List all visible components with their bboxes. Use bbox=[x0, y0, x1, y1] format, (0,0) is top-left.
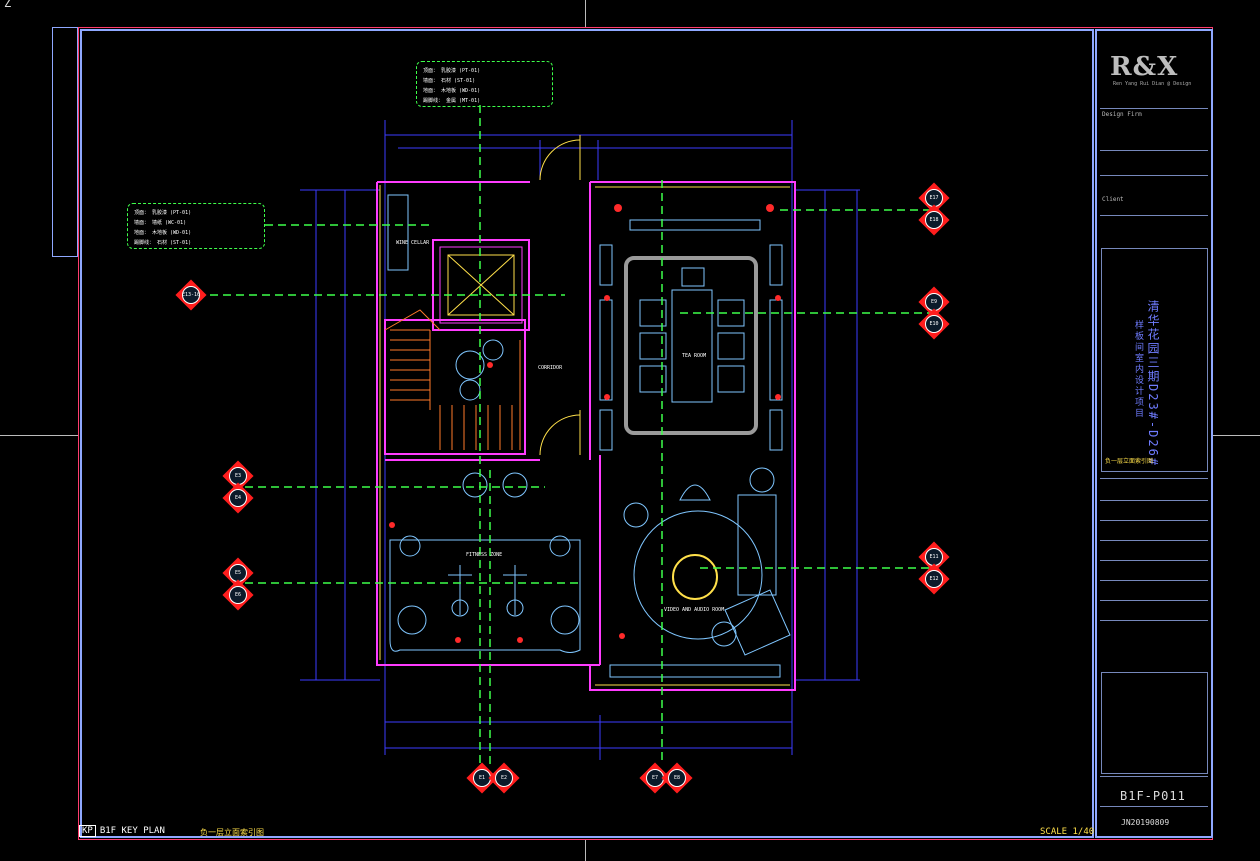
staircase bbox=[384, 309, 521, 450]
project-name: 清华花园三期D23#-D26# bbox=[1146, 300, 1160, 468]
material-note-top: 顶面： 乳胶漆 (PT-01) 墙面： 石材 (ST-01) 地面： 木地板 (… bbox=[416, 61, 553, 107]
key-plan-tag: KP bbox=[79, 825, 96, 837]
project-box bbox=[1101, 248, 1208, 472]
drawing-number: B1F-P011 bbox=[1120, 789, 1186, 803]
stamp-box bbox=[1101, 672, 1208, 774]
room-label-tea: TEA ROOM bbox=[682, 353, 707, 359]
doors bbox=[539, 135, 581, 456]
room-label-corridor: CORRIDOR bbox=[538, 365, 563, 371]
guide-line bbox=[0, 435, 78, 436]
logo-subtitle: Ren Yang Rui Dian @ Design bbox=[1113, 81, 1192, 87]
guide-line bbox=[1213, 435, 1260, 436]
key-plan-cn: 负一层立面索引图 bbox=[200, 828, 264, 837]
design-firm-label: Design Firm bbox=[1102, 111, 1142, 118]
drawing-name: 负一层立面索引图 bbox=[1105, 458, 1154, 465]
guide-line bbox=[585, 0, 586, 27]
fitness-furniture bbox=[387, 194, 581, 653]
room-label-video: VIDEO AND AUDIO ROOM bbox=[664, 607, 725, 613]
revision-strip bbox=[52, 27, 78, 257]
project-subname: 样板间室内设计项目 bbox=[1133, 320, 1143, 419]
corner-label: Z bbox=[4, 0, 12, 10]
room-label-wine: WINE CELLAR bbox=[396, 240, 430, 246]
company-logo: R&X bbox=[1110, 52, 1179, 82]
elevation-axis-lines bbox=[210, 105, 930, 765]
video-room-furniture bbox=[609, 467, 791, 678]
walls bbox=[376, 181, 796, 691]
tea-room-furniture bbox=[599, 219, 783, 451]
guide-line bbox=[585, 840, 586, 861]
issue-date: JN20190809 bbox=[1121, 818, 1170, 827]
material-note-left: 顶面： 乳胶漆 (PT-01) 墙面： 墙纸 (WC-01) 地面： 木地板 (… bbox=[127, 203, 265, 249]
drawing-scale: SCALE 1/40 bbox=[1040, 827, 1095, 837]
client-label: Client bbox=[1102, 196, 1124, 203]
room-label-fitness: FITNESS ZONE bbox=[466, 552, 503, 558]
title-block-frame bbox=[1095, 29, 1213, 838]
light-fixtures bbox=[389, 204, 781, 643]
drawing-frame bbox=[80, 29, 1094, 838]
